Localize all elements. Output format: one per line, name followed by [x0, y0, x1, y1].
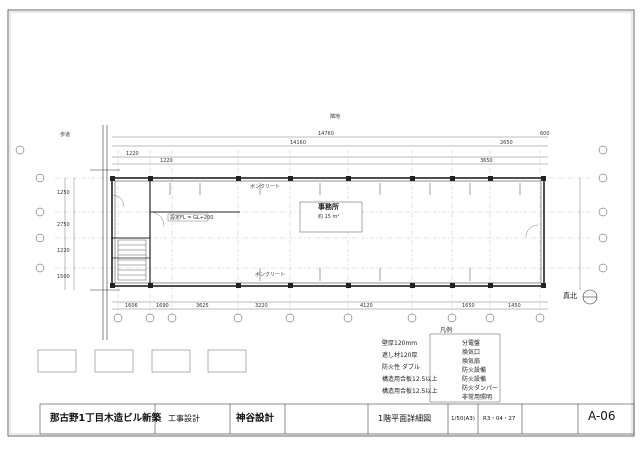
room-area: 約 15 m² — [318, 214, 340, 220]
legend-item-1: 分電盤 — [462, 340, 481, 347]
dimension-b-3: 3625 — [196, 303, 209, 309]
windows — [169, 183, 521, 281]
legend-frame — [429, 333, 501, 403]
detail-boxes — [37, 349, 247, 373]
dimension-b-1: 1606 — [125, 303, 138, 309]
dimension-lines — [64, 136, 581, 310]
dimension-left-2: 1220 — [160, 158, 173, 164]
office-name: 神谷設計 — [236, 413, 275, 424]
floor-level: 設定FL = GL+200 — [170, 215, 214, 221]
dimension-right-small: 600 — [540, 131, 550, 137]
legend-item-6: 防火ダンパー — [462, 385, 499, 392]
dimension-right: 2650 — [500, 140, 513, 146]
dimension-mid: 3650 — [480, 158, 493, 164]
dimension-v-1: 1250 — [57, 190, 70, 196]
side-label-top: 隣地 — [330, 114, 341, 120]
legend-item-2: 換気口 — [462, 349, 481, 356]
north-label: 真北 — [563, 292, 577, 300]
grid-bubbles — [15, 145, 608, 323]
building-walls — [111, 177, 545, 287]
title-block — [39, 403, 635, 435]
dimension-v-3: 1220 — [57, 248, 70, 254]
dimension-total: 14760 — [318, 131, 334, 137]
legend-title: 凡例 — [440, 327, 453, 334]
columns — [110, 176, 546, 288]
dimension-left-1: 1220 — [126, 151, 139, 157]
room-name: 事務所 — [318, 203, 339, 211]
dimension-b-7: 1450 — [508, 303, 521, 309]
dimension-v-2: 2750 — [57, 222, 70, 228]
date: R3・04・27 — [483, 416, 516, 422]
note-2: ボンクリート — [255, 272, 286, 278]
side-label-left: 歩道 — [60, 132, 71, 138]
door-swings — [111, 194, 539, 238]
stair — [117, 239, 147, 281]
boundary — [90, 125, 120, 340]
dimension-b-6: 1650 — [462, 303, 475, 309]
legend-item-5: 防火設備 — [462, 376, 487, 383]
wall-item-5: 構造用合板12.5以上 — [382, 388, 438, 395]
dimension-v-4: 1500 — [57, 274, 70, 280]
wall-item-1: 壁厚120mm — [382, 340, 418, 347]
legend-item-4: 防火設備 — [462, 367, 487, 374]
floor-level-box — [167, 213, 209, 222]
drawing-type: 工事設計 — [168, 414, 200, 423]
wall-item-4: 構造用合板12.5以上 — [382, 376, 438, 383]
dimension-b-5: 4120 — [360, 303, 373, 309]
wall-item-2: 遮し材120厚 — [382, 352, 418, 359]
drawing-title: 1階平面詳細図 — [378, 414, 432, 423]
legend-item-3: 換気扇 — [462, 358, 481, 365]
sheet-number: A-06 — [588, 409, 616, 423]
project-name: 那古野1丁目木造ビル新築 — [50, 413, 162, 424]
dimension-b-2: 1690 — [156, 303, 169, 309]
north-arrow-icon — [582, 289, 598, 305]
legend-item-7: 非常用照明 — [462, 394, 493, 401]
note-1: ボンクリート — [250, 184, 281, 190]
room-tag-box — [299, 201, 363, 233]
dimension-inner: 14160 — [290, 140, 306, 146]
sheet-border — [7, 9, 635, 437]
grid-lines — [55, 150, 590, 315]
wall-item-3: 防火性 ダブル — [382, 364, 420, 371]
dimension-b-4: 3220 — [255, 303, 268, 309]
scale: 1/50(A3) — [451, 416, 475, 422]
